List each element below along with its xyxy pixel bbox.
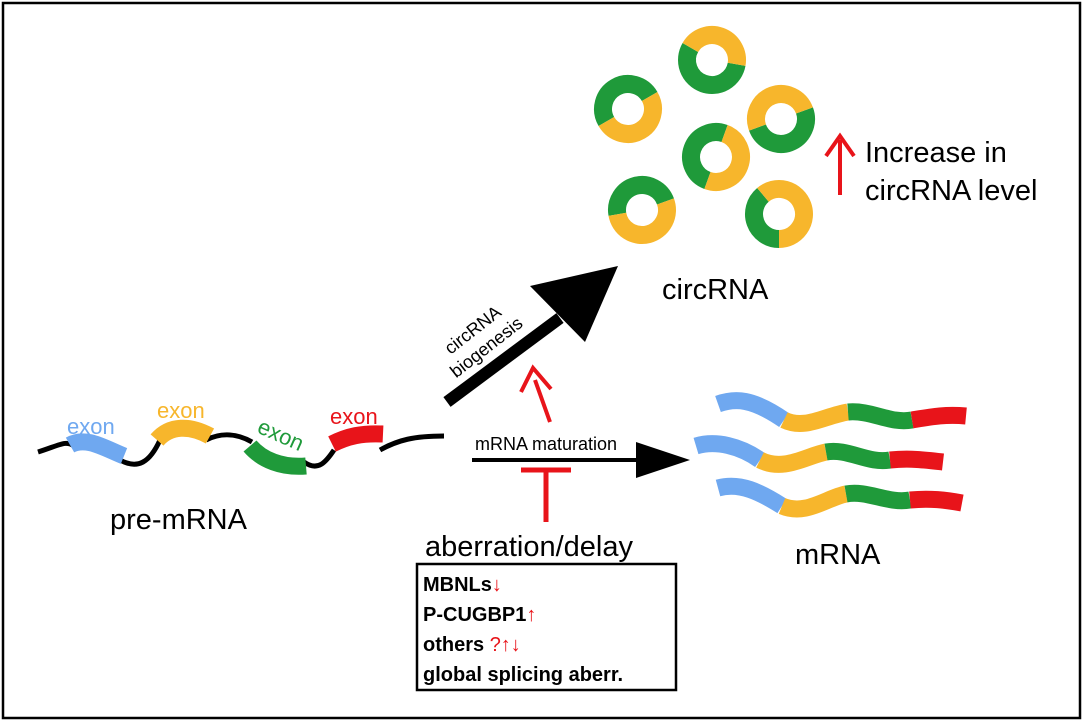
maturation-arrow-head	[636, 442, 690, 478]
circrna-ring-4-orange	[704, 125, 750, 191]
factor-change-2: ↑	[526, 604, 536, 626]
exon-red-label: exon	[330, 404, 378, 429]
mrna-label: mRNA	[795, 539, 881, 571]
biogenesis-label: circRNA biogenesis	[441, 302, 527, 382]
circrna-ring-3-orange	[747, 85, 813, 131]
factor-name-4: global splicing aberr.	[423, 664, 623, 686]
factors-box	[415, 562, 678, 692]
mrna-strand-2	[693, 435, 944, 473]
factor-row-1: MBNLs↓	[423, 574, 502, 596]
circrna-rings	[594, 26, 815, 248]
factor-row-2: P-CUGBP1↑	[423, 604, 536, 626]
promote-arrow-head	[519, 364, 553, 393]
circrna-ring-6-green	[745, 187, 780, 248]
increase-arrow-head	[824, 132, 856, 158]
promote-arrow-shaft	[533, 379, 552, 423]
exon-green-segment	[243, 440, 307, 475]
exon-orange-label: exon	[157, 398, 205, 423]
exon-blue-label: exon	[67, 414, 115, 439]
factor-change-1: ↓	[492, 574, 502, 596]
circrna-ring-2-green	[594, 75, 658, 126]
circrna-ring-1-orange	[682, 26, 746, 66]
increase-label-line1: Increase in	[865, 137, 1007, 169]
factor-name-2: P-CUGBP1	[423, 604, 526, 626]
aberration-label: aberration/delay	[425, 531, 633, 563]
factor-row-3: others ?↑↓	[423, 634, 521, 656]
circrna-ring-3-green	[749, 107, 815, 153]
mrna-strand-3	[715, 477, 964, 518]
factor-change-3: ?↑↓	[490, 634, 521, 656]
circrna-ring-5-green	[608, 176, 674, 216]
biogenesis-arrow-head	[530, 266, 618, 342]
circrna-label: circRNA	[662, 274, 769, 306]
factor-name-3: others	[423, 634, 490, 656]
maturation-label: mRNA maturation	[475, 434, 617, 454]
biogenesis-arrow-shaft	[443, 313, 564, 407]
pre-mrna-label: pre-mRNA	[110, 504, 248, 536]
mrna-strand-1	[715, 392, 967, 432]
circrna-ring-2-orange	[598, 92, 662, 143]
factor-row-4: global splicing aberr.	[423, 664, 623, 686]
exon-blue-segment	[65, 433, 128, 464]
increase-label-line2: circRNA level	[865, 175, 1037, 207]
exon-red-segment	[328, 425, 384, 452]
exon-orange-segment	[150, 419, 215, 447]
circrna-ring-1-green	[678, 43, 746, 94]
circrna-ring-6-orange	[757, 180, 813, 248]
circrna-ring-4-green	[682, 123, 728, 189]
circrna-ring-5-orange	[608, 198, 676, 244]
factor-name-1: MBNLs	[423, 574, 492, 596]
